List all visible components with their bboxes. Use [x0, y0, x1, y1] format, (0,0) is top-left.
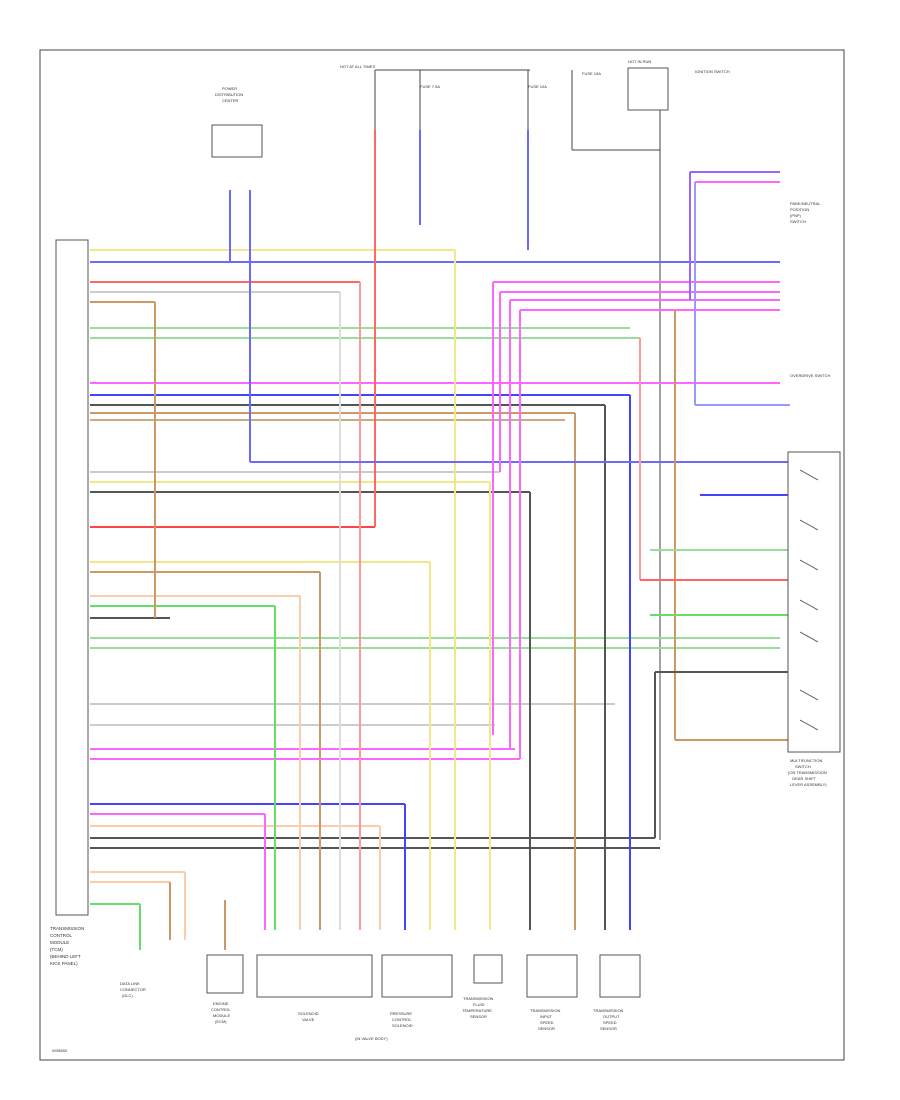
svg-text:(DLC): (DLC): [122, 993, 133, 998]
pressure-control-box: [381, 954, 453, 998]
svg-text:DATA LINK: DATA LINK: [120, 981, 140, 986]
svg-text:CONTROL: CONTROL: [211, 1007, 231, 1012]
svg-text:(TCM): (TCM): [50, 947, 63, 952]
hot-in-run-label: HOT IN RUN: [628, 59, 651, 64]
svg-text:MULTIFUNCTION: MULTIFUNCTION: [790, 758, 822, 763]
svg-text:CENTER: CENTER: [222, 98, 239, 103]
svg-text:KICK PANEL): KICK PANEL): [50, 961, 78, 966]
power-dist-label: POWER DISTRIBUTION CENTER: [215, 86, 243, 103]
svg-text:SENSOR: SENSOR: [538, 1026, 555, 1031]
tcm-wire-harness: [90, 249, 780, 905]
svg-text:(ECM): (ECM): [215, 1019, 227, 1024]
data-link-label: DATA LINK CONNECTOR (DLC): [120, 981, 146, 998]
svg-text:POSITION: POSITION: [790, 207, 809, 212]
svg-text:MODULE: MODULE: [213, 1013, 230, 1018]
svg-text:(ON TRANSMISSION: (ON TRANSMISSION: [788, 770, 827, 775]
input-speed-box: [526, 954, 578, 998]
svg-text:TRANSMISSION: TRANSMISSION: [463, 996, 494, 1001]
svg-text:CONNECTOR: CONNECTOR: [120, 987, 146, 992]
multifunction-switch-contacts: [799, 469, 819, 731]
pressure-control-label: PRESSURE CONTROL SOLENOID: [390, 1011, 413, 1028]
svg-text:CONTROL: CONTROL: [392, 1017, 412, 1022]
svg-text:SENSOR: SENSOR: [600, 1026, 617, 1031]
diagram-code: W39683: [52, 1048, 68, 1053]
ignition-switch-label: IGNITION SWITCH: [695, 69, 730, 74]
diagram-frame: [39, 49, 845, 1061]
fuse-a-label: FUSE 7.5A: [420, 84, 440, 89]
svg-text:GEAR SHIFT: GEAR SHIFT: [792, 776, 817, 781]
svg-text:POWER: POWER: [222, 86, 237, 91]
hot-at-all-times-label: HOT AT ALL TIMES: [340, 64, 375, 69]
svg-text:TEMPERATURE: TEMPERATURE: [462, 1008, 492, 1013]
power-feed-lines: [374, 69, 661, 840]
svg-text:LEVER ASSEMBLY): LEVER ASSEMBLY): [790, 782, 827, 787]
svg-text:SWITCH: SWITCH: [795, 764, 811, 769]
solenoid-valve-label: SOLENOID VALVE: [298, 1011, 319, 1022]
power-dist-box: [211, 124, 263, 158]
svg-text:CONTROL: CONTROL: [50, 933, 72, 938]
component-feed-wires: [154, 130, 790, 930]
svg-text:MODULE: MODULE: [50, 940, 69, 945]
svg-text:PRESSURE: PRESSURE: [390, 1011, 412, 1016]
multifunction-switch-box: [787, 451, 841, 753]
svg-text:(BEHIND LEFT: (BEHIND LEFT: [50, 954, 81, 959]
svg-text:DISTRIBUTION: DISTRIBUTION: [215, 92, 243, 97]
svg-text:(PNP): (PNP): [790, 213, 802, 218]
svg-text:SPEED: SPEED: [603, 1020, 617, 1025]
multifunction-switch-label: MULTIFUNCTION SWITCH (ON TRANSMISSION GE…: [788, 758, 827, 787]
tcm-label: TRANSMISSION CONTROL MODULE (TCM) (BEHIN…: [50, 926, 84, 966]
svg-text:TRANSMISSION: TRANSMISSION: [593, 1008, 624, 1013]
solenoid-valve-box: [256, 954, 373, 998]
park-neutral-label: PARK/NEUTRAL POSITION (PNP) SWITCH: [790, 201, 821, 224]
engine-ecm-box: [206, 954, 244, 994]
ignition-switch-box: [627, 67, 669, 111]
svg-text:TRANSMISSION: TRANSMISSION: [50, 926, 84, 931]
valve-body-label: (IN VALVE BODY): [355, 1036, 388, 1041]
fuse-c-label: FUSE 15A: [582, 71, 601, 76]
fluid-temp-box: [473, 954, 503, 984]
input-speed-label: TRANSMISSION INPUT SPEED SENSOR: [530, 1008, 561, 1031]
bottom-left-wires: [139, 872, 226, 950]
output-speed-box: [599, 954, 641, 998]
svg-text:SPEED: SPEED: [540, 1020, 554, 1025]
svg-text:VALVE: VALVE: [302, 1017, 315, 1022]
svg-text:INPUT: INPUT: [540, 1014, 553, 1019]
svg-text:TRANSMISSION: TRANSMISSION: [530, 1008, 561, 1013]
overdrive-switch-label: OVERDRIVE SWITCH: [790, 373, 831, 378]
tcm-block: [55, 239, 89, 916]
svg-text:OUTPUT: OUTPUT: [603, 1014, 620, 1019]
fuse-b-label: FUSE 10A: [528, 84, 547, 89]
svg-text:PARK/NEUTRAL: PARK/NEUTRAL: [790, 201, 821, 206]
svg-text:SENSOR: SENSOR: [470, 1014, 487, 1019]
svg-text:(IN VALVE BODY): (IN VALVE BODY): [355, 1036, 388, 1041]
engine-ecm-label: ENGINE CONTROL MODULE (ECM): [211, 1001, 231, 1024]
fluid-temp-label: TRANSMISSION FLUID TEMPERATURE SENSOR: [462, 996, 494, 1019]
svg-text:SWITCH: SWITCH: [790, 219, 806, 224]
svg-text:ENGINE: ENGINE: [213, 1001, 229, 1006]
svg-text:SOLENOID: SOLENOID: [392, 1023, 413, 1028]
output-speed-label: TRANSMISSION OUTPUT SPEED SENSOR: [593, 1008, 624, 1031]
svg-text:FLUID: FLUID: [473, 1002, 485, 1007]
svg-text:SOLENOID: SOLENOID: [298, 1011, 319, 1016]
